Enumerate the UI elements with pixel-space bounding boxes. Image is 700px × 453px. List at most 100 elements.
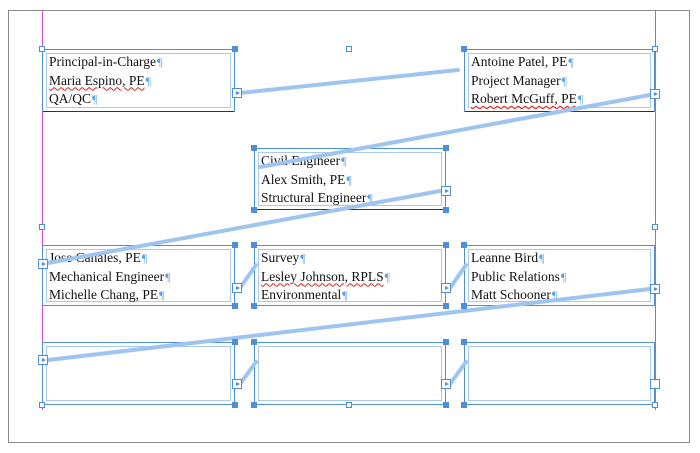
frame-text: Antoine Patel, PE¶ Project Manager¶ Robe… <box>471 53 583 109</box>
frame-inset <box>468 346 651 401</box>
frame-text: Leanne Bird¶ Public Relations¶ Matt Scho… <box>471 249 566 305</box>
right-margin-guide <box>655 10 656 410</box>
frame-baseline <box>43 111 234 112</box>
frame-baseline <box>465 111 654 112</box>
pilcrow-icon: ¶ <box>141 251 148 265</box>
text-line[interactable]: Michelle Chang, PE¶ <box>49 287 165 302</box>
pilcrow-icon: ¶ <box>341 154 347 168</box>
frame-corner-handle[interactable] <box>461 339 467 345</box>
text-line[interactable]: Robert McGuff, PE¶ <box>471 91 584 106</box>
frame-text: Civil Engineer¶ Alex Smith, PE¶ Structur… <box>261 152 373 208</box>
frame-inset <box>258 346 442 401</box>
text-line[interactable]: Alex Smith, PE¶ <box>261 171 352 187</box>
out-port-icon[interactable] <box>232 283 242 293</box>
text-frame-survey[interactable]: Survey¶ Lesley Johnson, RPLS¶ Environmen… <box>254 245 446 306</box>
pilcrow-icon: ¶ <box>560 269 567 284</box>
frame-corner-handle[interactable] <box>251 303 257 309</box>
frame-corner-handle[interactable] <box>443 339 449 345</box>
left-margin-guide <box>42 10 43 410</box>
text-frame-empty-2[interactable] <box>254 342 446 405</box>
pilcrow-icon: ¶ <box>539 251 545 265</box>
text-line[interactable]: Public Relations¶ <box>471 268 567 284</box>
frame-corner-handle[interactable] <box>443 303 449 309</box>
out-port-icon[interactable] <box>441 186 451 196</box>
frame-corner-handle[interactable] <box>232 303 238 309</box>
frame-text: Survey¶ Lesley Johnson, RPLS¶ Environmen… <box>261 249 390 305</box>
selection-handle[interactable] <box>652 224 658 230</box>
frame-corner-handle[interactable] <box>461 46 467 52</box>
text-frame-antoine[interactable]: Antoine Patel, PE¶ Project Manager¶ Robe… <box>464 49 655 112</box>
pilcrow-icon: ¶ <box>165 269 171 284</box>
frame-corner-handle[interactable] <box>443 145 449 151</box>
text-line[interactable]: Maria Espino, PE¶ <box>49 72 152 88</box>
text-line[interactable]: Survey¶ <box>261 250 306 265</box>
selection-handle[interactable] <box>346 402 352 408</box>
selection-handle[interactable] <box>39 46 45 52</box>
frame-corner-handle[interactable] <box>461 303 467 309</box>
frame-corner-handle[interactable] <box>251 339 257 345</box>
pilcrow-icon: ¶ <box>577 92 584 106</box>
frame-corner-handle[interactable] <box>443 207 449 213</box>
in-port-icon[interactable] <box>38 259 48 269</box>
pilcrow-icon: ¶ <box>342 288 348 302</box>
text-line[interactable]: Structural Engineer¶ <box>261 190 373 205</box>
out-port-icon[interactable] <box>650 89 660 99</box>
selection-handle[interactable] <box>39 402 45 408</box>
pilcrow-icon: ¶ <box>568 55 574 69</box>
frame-corner-handle[interactable] <box>251 402 257 408</box>
out-port-icon[interactable] <box>232 88 242 98</box>
pilcrow-icon: ¶ <box>300 251 306 265</box>
selection-handle[interactable] <box>652 402 658 408</box>
frame-corner-handle[interactable] <box>232 339 238 345</box>
frame-corner-handle[interactable] <box>251 207 257 213</box>
selection-handle[interactable] <box>652 46 658 52</box>
out-port-icon[interactable] <box>441 283 451 293</box>
text-line[interactable]: Project Manager¶ <box>471 72 568 88</box>
frame-text: Jose Canales, PE¶ Mechanical Engineer¶ M… <box>49 249 171 305</box>
text-line[interactable]: Leanne Bird¶ <box>471 250 545 265</box>
text-line[interactable]: Matt Schooner¶ <box>471 287 558 302</box>
pilcrow-icon: ¶ <box>92 92 98 106</box>
pilcrow-icon: ¶ <box>367 191 373 205</box>
out-port-icon[interactable] <box>232 379 242 389</box>
frame-corner-handle[interactable] <box>232 402 238 408</box>
frame-corner-handle[interactable] <box>251 242 257 248</box>
frame-text: Principal-in-Charge¶ Maria Espino, PE¶ Q… <box>49 53 162 109</box>
text-frame-empty-3[interactable] <box>464 342 655 405</box>
text-frame-leanne[interactable]: Leanne Bird¶ Public Relations¶ Matt Scho… <box>464 245 655 306</box>
frame-baseline <box>255 209 445 210</box>
in-port-icon[interactable] <box>38 355 48 365</box>
frame-corner-handle[interactable] <box>232 242 238 248</box>
selection-handle[interactable] <box>346 46 352 52</box>
text-frame-principal[interactable]: Principal-in-Charge¶ Maria Espino, PE¶ Q… <box>42 49 235 112</box>
frame-corner-handle[interactable] <box>443 402 449 408</box>
text-line[interactable]: Jose Canales, PE¶ <box>49 250 148 265</box>
text-line[interactable]: Civil Engineer¶ <box>261 153 347 168</box>
text-line[interactable]: Principal-in-Charge¶ <box>49 54 163 69</box>
frame-inset <box>46 346 231 401</box>
frame-corner-handle[interactable] <box>443 242 449 248</box>
pilcrow-icon: ¶ <box>159 288 165 302</box>
frame-inset <box>46 53 231 108</box>
text-line[interactable]: Lesley Johnson, RPLS¶ <box>261 268 391 284</box>
text-frame-civil[interactable]: Civil Engineer¶ Alex Smith, PE¶ Structur… <box>254 148 446 210</box>
text-frame-empty-1[interactable] <box>42 342 235 405</box>
text-line[interactable]: QA/QC¶ <box>49 91 98 106</box>
out-port-icon[interactable] <box>650 284 660 294</box>
text-line[interactable]: Antoine Patel, PE¶ <box>471 54 574 69</box>
pilcrow-icon: ¶ <box>145 73 152 88</box>
text-frame-jose[interactable]: Jose Canales, PE¶ Mechanical Engineer¶ M… <box>42 245 235 306</box>
frame-corner-handle[interactable] <box>232 46 238 52</box>
frame-corner-handle[interactable] <box>251 145 257 151</box>
frame-corner-handle[interactable] <box>461 242 467 248</box>
out-port-icon[interactable] <box>650 379 660 389</box>
pilcrow-icon: ¶ <box>561 73 568 88</box>
text-line[interactable]: Mechanical Engineer¶ <box>49 268 171 284</box>
text-line[interactable]: Environmental¶ <box>261 287 348 302</box>
pilcrow-icon: ¶ <box>346 172 352 187</box>
frame-corner-handle[interactable] <box>461 402 467 408</box>
out-port-icon[interactable] <box>441 379 451 389</box>
pilcrow-icon: ¶ <box>156 55 163 69</box>
selection-handle[interactable] <box>39 224 45 230</box>
